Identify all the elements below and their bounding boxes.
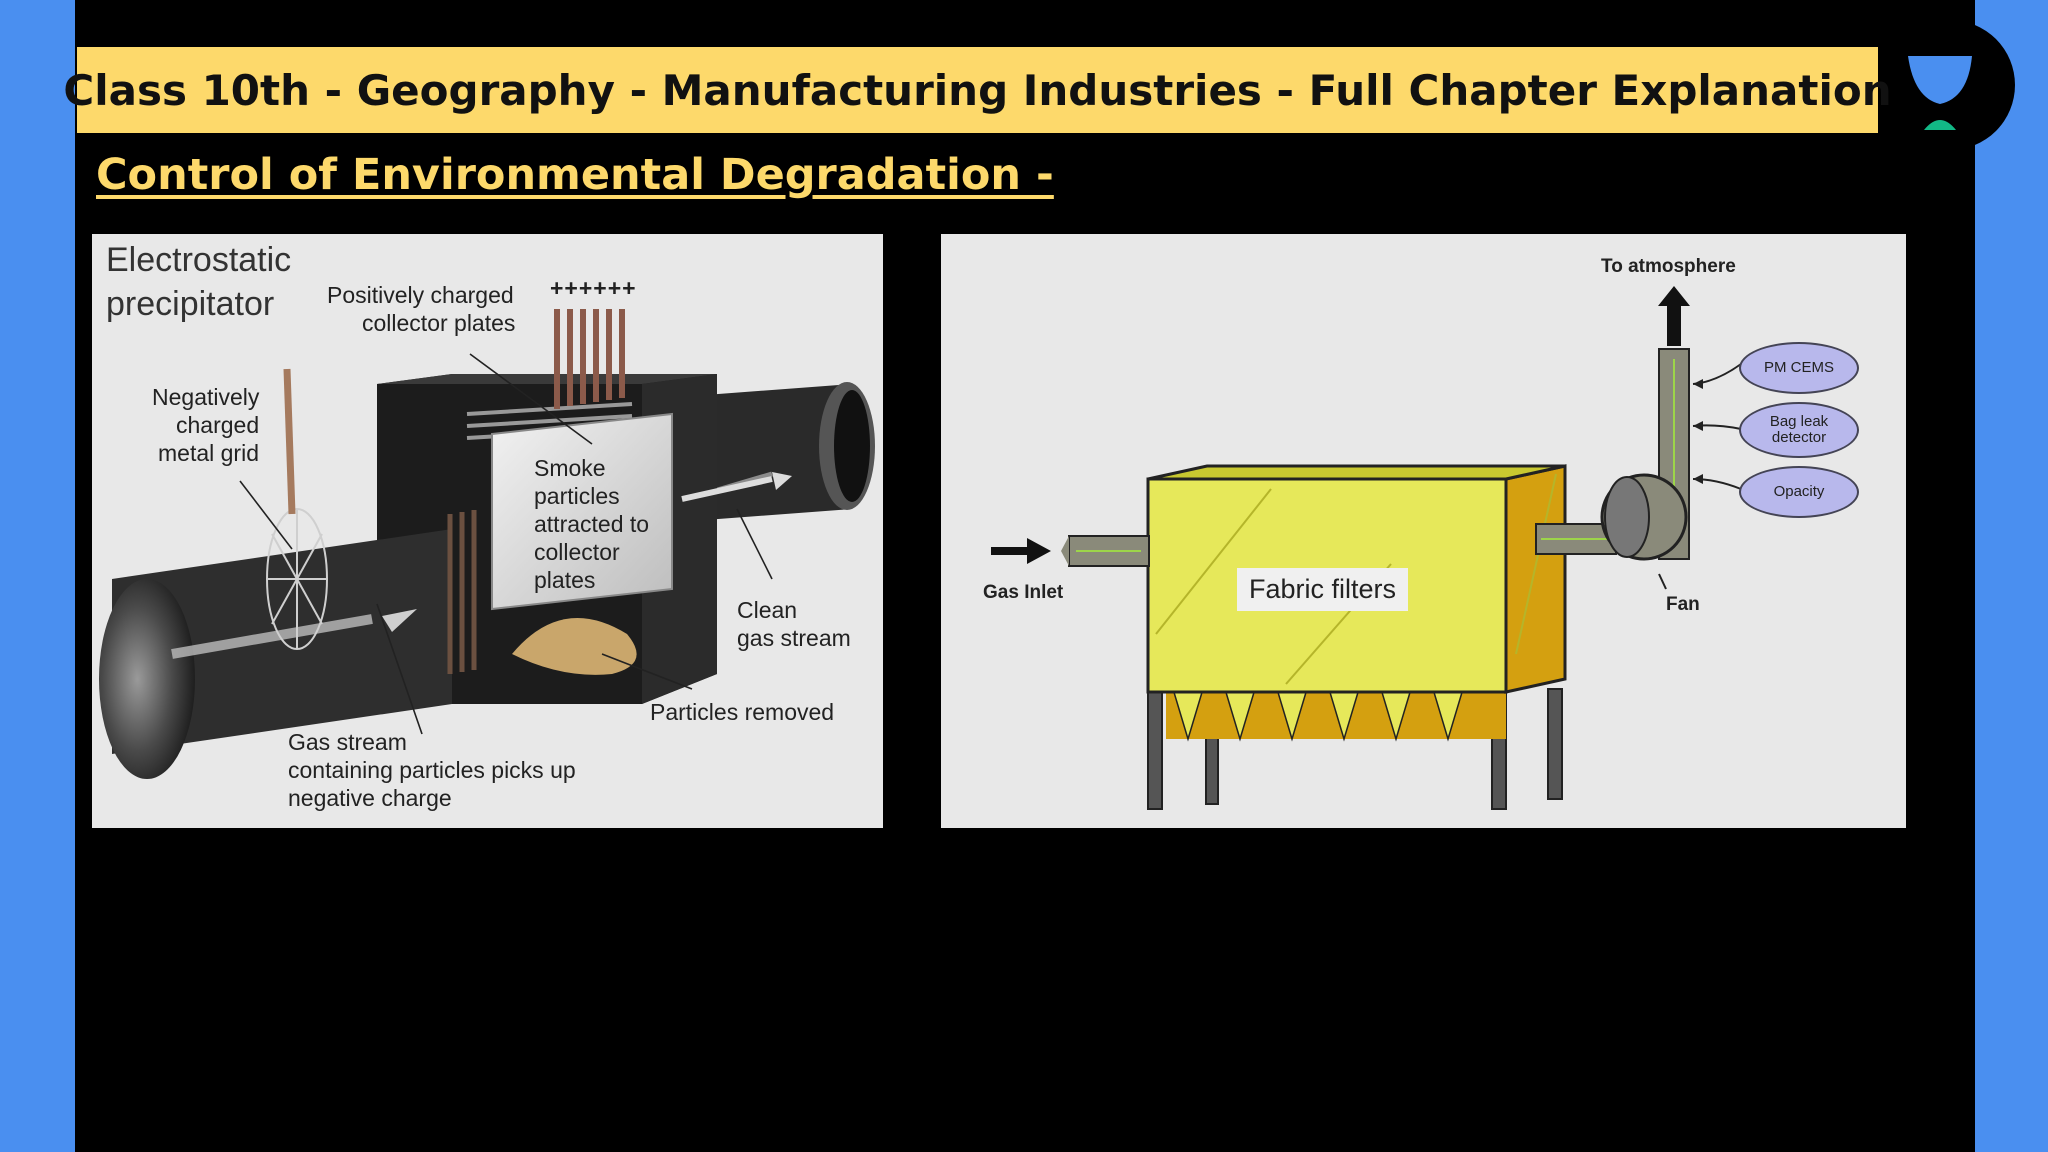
pm-cems-label: PM CEMS — [1763, 359, 1834, 376]
positive-plates-label-line2: collector plates — [362, 310, 516, 336]
opacity-label: Opacity — [1773, 483, 1825, 500]
gas-stream-label-line2: containing particles picks up — [288, 757, 576, 783]
smoke-label-line4: collector — [534, 539, 620, 565]
section-heading: Control of Environmental Degradation - — [96, 150, 1054, 200]
bag-leak-label-line2: detector — [1771, 429, 1827, 446]
negative-grid-label-line3: metal grid — [158, 440, 259, 466]
particles-removed-label: Particles removed — [650, 699, 835, 725]
smoke-label-line1: Smoke — [534, 455, 606, 481]
esp-title-line2: precipitator — [106, 285, 275, 323]
electrostatic-precipitator-diagram: Electrostatic precipitator Positively ch… — [92, 234, 883, 828]
plus-signs: ++++++ — [550, 275, 637, 301]
fabric-filters-label: Fabric filters — [1237, 568, 1409, 611]
page-title: Class 10th - Geography - Manufacturing I… — [63, 65, 1892, 115]
brand-logo-icon — [1900, 20, 2015, 150]
bag-leak-detector-badge: Bag leak detector — [1739, 402, 1859, 458]
baghouse-illustration — [991, 286, 1742, 810]
pm-cems-badge: PM CEMS — [1739, 342, 1859, 394]
gas-stream-label-line3: negative charge — [288, 785, 452, 811]
gas-stream-label-line1: Gas stream — [288, 729, 407, 755]
clean-gas-label-line2: gas stream — [737, 625, 851, 651]
smoke-label-line5: plates — [534, 567, 596, 593]
to-atmosphere-label: To atmosphere — [1601, 256, 1736, 277]
fan-label: Fan — [1666, 594, 1700, 615]
smoke-label-line2: particles — [534, 483, 620, 509]
smoke-label-line3: attracted to — [534, 511, 650, 537]
fabric-filter-diagram: To atmosphere PM CEMS Bag leak detector … — [941, 234, 1906, 828]
clean-gas-label-line1: Clean — [737, 597, 798, 623]
negative-grid-label-line2: charged — [176, 412, 260, 438]
negative-grid-label-line1: Negatively — [152, 384, 260, 410]
gas-inlet-label: Gas Inlet — [983, 582, 1064, 603]
precipitator-illustration — [99, 309, 875, 779]
title-bar: Class 10th - Geography - Manufacturing I… — [63, 47, 1892, 133]
opacity-badge: Opacity — [1739, 466, 1859, 518]
bag-leak-label-line1: Bag leak — [1769, 413, 1829, 430]
positive-plates-label-line1: Positively charged — [327, 282, 514, 308]
esp-title-line1: Electrostatic — [106, 241, 292, 279]
